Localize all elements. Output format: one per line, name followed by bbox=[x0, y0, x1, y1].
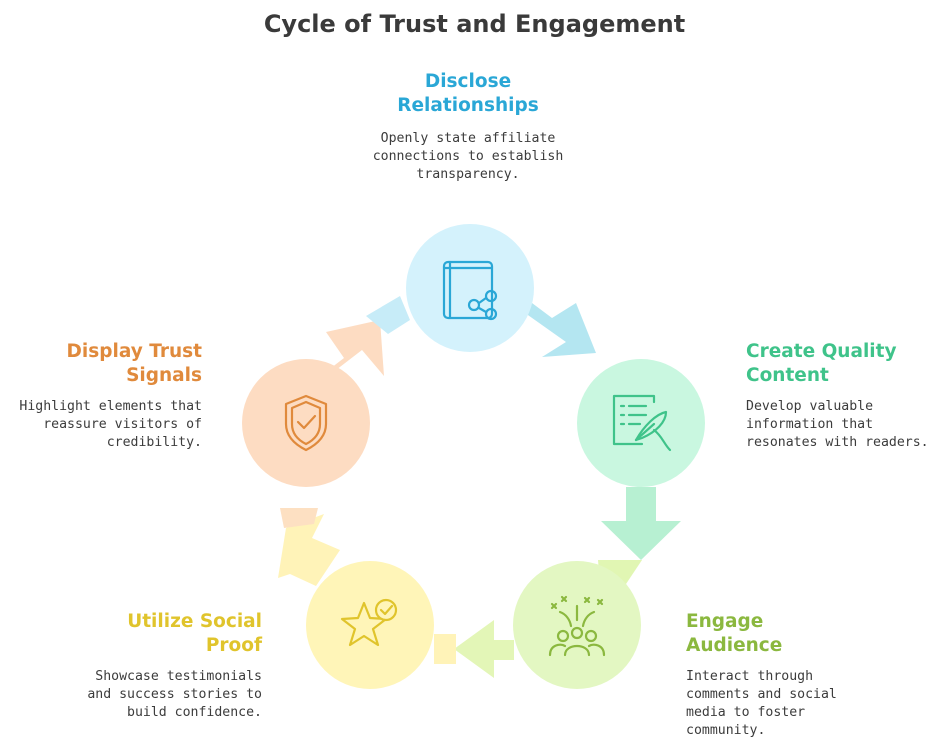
arrow-disclose-to-create bbox=[518, 300, 596, 357]
desc-line: connections to establish bbox=[372, 149, 564, 164]
trust-circle bbox=[242, 359, 370, 487]
step-trust-text: Display Trust Signals Highlight elements… bbox=[12, 340, 202, 452]
step-trust-title-line2: Signals bbox=[126, 365, 202, 386]
desc-line: information that bbox=[746, 417, 874, 432]
step-disclose-node bbox=[406, 224, 534, 352]
shield-check-icon bbox=[284, 394, 328, 452]
desc-line: credibility. bbox=[106, 435, 202, 450]
audience-celebration-icon bbox=[548, 595, 606, 657]
step-engage-title: Engage Audience bbox=[686, 610, 866, 658]
step-engage-node bbox=[513, 561, 641, 689]
cycle-arrows bbox=[278, 296, 681, 678]
arrow-social-to-trust bbox=[278, 514, 340, 586]
arrow-social-to-trust-tail bbox=[280, 508, 318, 528]
desc-line: Interact through bbox=[686, 669, 814, 684]
step-social-node bbox=[306, 561, 434, 689]
desc-line: comments and social bbox=[686, 687, 837, 702]
step-create-title-line2: Content bbox=[746, 365, 829, 386]
step-disclose-title-line1: Disclose bbox=[424, 71, 512, 92]
step-engage-title-line2: Audience bbox=[686, 635, 783, 656]
step-engage-text: Engage Audience Interact through comment… bbox=[686, 610, 866, 740]
step-trust-node bbox=[242, 359, 370, 487]
step-engage-title-line1: Engage bbox=[686, 611, 764, 632]
diagram-title: Cycle of Trust and Engagement bbox=[263, 10, 686, 38]
desc-line: reassure visitors of bbox=[43, 417, 202, 432]
step-create-title: Create Quality Content bbox=[746, 340, 942, 388]
desc-line: transparency. bbox=[416, 167, 520, 182]
social-circle bbox=[306, 561, 434, 689]
desc-line: Showcase testimonials bbox=[95, 669, 262, 684]
step-disclose-text: Disclose Relationships Openly state affi… bbox=[354, 70, 582, 184]
desc-line: Develop valuable bbox=[746, 399, 874, 414]
arrow-engage-to-social-tail bbox=[434, 634, 456, 664]
desc-line: and success stories to bbox=[87, 687, 262, 702]
step-create-text: Create Quality Content Develop valuable … bbox=[746, 340, 942, 452]
create-circle bbox=[577, 359, 705, 487]
step-social-description: Showcase testimonials and success storie… bbox=[84, 668, 262, 722]
disclose-circle bbox=[406, 224, 534, 352]
desc-line: Openly state affiliate bbox=[380, 131, 556, 146]
arrow-create-to-engage bbox=[601, 487, 681, 560]
arrow-trust-to-disclose bbox=[318, 320, 384, 378]
step-engage-description: Interact through comments and social med… bbox=[686, 668, 866, 740]
step-trust-title-line1: Display Trust bbox=[66, 341, 202, 362]
step-social-text: Utilize Social Proof Showcase testimonia… bbox=[84, 610, 262, 722]
book-share-icon bbox=[442, 260, 498, 321]
step-create-title-line1: Create Quality bbox=[746, 341, 897, 362]
desc-line: resonates with readers. bbox=[746, 435, 929, 450]
step-disclose-title: Disclose Relationships bbox=[354, 70, 582, 118]
arrow-engage-to-social bbox=[454, 620, 514, 678]
star-check-icon bbox=[340, 598, 398, 647]
step-trust-description: Highlight elements that reassure visitor… bbox=[12, 398, 202, 452]
document-quill-icon bbox=[612, 394, 672, 452]
step-social-title-line2: Proof bbox=[205, 635, 262, 656]
step-disclose-title-line2: Relationships bbox=[397, 95, 539, 116]
step-disclose-description: Openly state affiliate connections to es… bbox=[354, 130, 582, 184]
step-social-title-line1: Utilize Social bbox=[127, 611, 262, 632]
step-social-title: Utilize Social Proof bbox=[84, 610, 262, 658]
arrow-trust-to-disclose-tail bbox=[366, 296, 410, 334]
desc-line: media to foster bbox=[686, 705, 806, 720]
engage-circle bbox=[513, 561, 641, 689]
desc-line: community. bbox=[686, 723, 766, 738]
desc-line: Highlight elements that bbox=[19, 399, 202, 414]
step-create-node bbox=[577, 359, 705, 487]
step-create-description: Develop valuable information that resona… bbox=[746, 398, 942, 452]
desc-line: build confidence. bbox=[127, 705, 262, 720]
step-trust-title: Display Trust Signals bbox=[12, 340, 202, 388]
